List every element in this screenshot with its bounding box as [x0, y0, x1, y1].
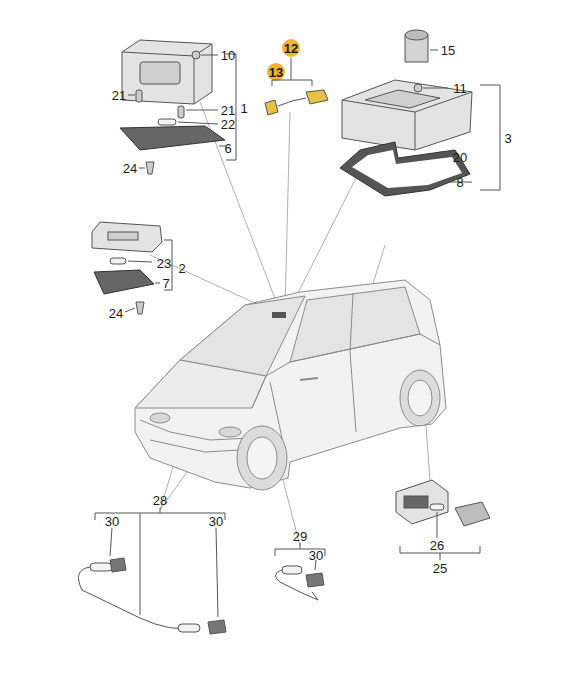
callout-number: 1 — [240, 102, 247, 115]
car-body — [135, 280, 446, 490]
callout-number: 23 — [157, 257, 171, 270]
callout-number: 24 — [123, 162, 137, 175]
callout-number: 21 — [221, 104, 235, 117]
callout-number: 7 — [162, 277, 169, 290]
callout-number: 30 — [209, 515, 223, 528]
callout-number: 2 — [178, 262, 185, 275]
callout-number: 3 — [504, 132, 511, 145]
callout-number: 8 — [456, 176, 463, 189]
callout-number: 30 — [309, 549, 323, 562]
harness-29 — [275, 543, 325, 600]
roof-light-3 — [340, 30, 500, 196]
callout-number: 29 — [293, 530, 307, 543]
callout-number: 21 — [112, 89, 126, 102]
callout-number: 10 — [221, 49, 235, 62]
callout-number: 26 — [430, 539, 444, 552]
callout-number: 25 — [433, 562, 447, 575]
callout-number: 20 — [453, 151, 467, 164]
callout-number: 15 — [441, 44, 455, 57]
callout-number: 28 — [153, 494, 167, 507]
callout-number: 22 — [221, 118, 235, 131]
callout-number: 11 — [453, 82, 467, 95]
callout-number: 13 — [269, 66, 283, 79]
callout-number: 24 — [109, 307, 123, 320]
boot-light-25 — [396, 480, 490, 560]
callout-number: 12 — [284, 42, 298, 55]
harness-28 — [78, 508, 226, 634]
callout-number: 6 — [224, 142, 231, 155]
reading-light-2 — [92, 222, 172, 314]
callout-number: 30 — [105, 515, 119, 528]
roof-light-1 — [120, 40, 236, 174]
connector-harness-12 — [265, 39, 328, 115]
